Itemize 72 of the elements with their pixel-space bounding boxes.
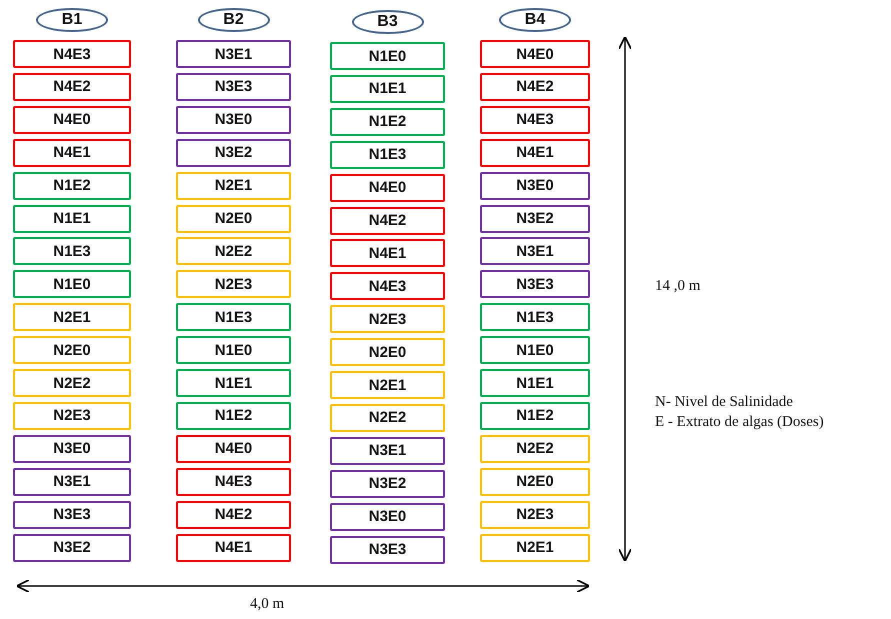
plot-box: N3E1 (330, 436, 445, 465)
block-ellipse: B4 (499, 8, 571, 32)
plot-box: N3E1 (176, 40, 291, 68)
plot-box: N3E3 (480, 270, 590, 298)
plot-box: N4E0 (480, 40, 590, 68)
plot-box: N2E0 (176, 204, 291, 232)
plot-box: N4E1 (13, 138, 131, 167)
block-ellipse: B3 (352, 10, 424, 34)
plot-box: N3E0 (330, 502, 445, 531)
plot-box: N3E2 (480, 204, 590, 232)
plot-box: N4E3 (176, 468, 291, 496)
plot-box: N1E1 (480, 369, 590, 397)
plot-box: N1E2 (330, 108, 445, 136)
plot-box: N2E2 (480, 434, 590, 463)
plot-box: N1E3 (330, 140, 445, 169)
plot-box: N2E3 (13, 402, 131, 430)
plot-box: N1E3 (480, 303, 590, 332)
plot-box: N4E2 (13, 72, 131, 101)
plot-box: N3E2 (13, 534, 131, 562)
plot-box: N3E2 (176, 138, 291, 167)
plot-box: N1E1 (330, 74, 445, 103)
plot-box: N3E3 (13, 500, 131, 529)
plot-box: N4E2 (176, 500, 291, 529)
dimension-label: 4,0 m (250, 596, 284, 613)
plot-box: N1E3 (13, 237, 131, 266)
plot-box: N1E3 (176, 303, 291, 332)
plot-box: N2E1 (13, 303, 131, 332)
plot-box: N2E2 (13, 369, 131, 397)
plot-box: N3E2 (330, 470, 445, 498)
plot-box: N2E2 (330, 404, 445, 432)
plot-box: N2E0 (13, 336, 131, 364)
plot-box: N4E3 (330, 272, 445, 300)
plot-box: N2E1 (330, 371, 445, 399)
plot-box: N2E0 (480, 468, 590, 496)
plot-box: N3E0 (480, 172, 590, 200)
plot-box: N2E1 (480, 534, 590, 562)
plot-box: N1E1 (13, 204, 131, 232)
plot-box: N4E0 (176, 434, 291, 463)
plot-box: N1E2 (13, 172, 131, 200)
block-ellipse: B1 (36, 8, 108, 32)
plot-box: N2E3 (176, 270, 291, 298)
plot-box: N2E3 (330, 305, 445, 334)
dimension-label: 14 ,0 m (655, 278, 700, 295)
plot-box: N4E3 (13, 40, 131, 68)
plot-box: N4E2 (330, 206, 445, 234)
plot-box: N1E0 (13, 270, 131, 298)
plot-box: N3E1 (13, 468, 131, 496)
plot-box: N4E1 (330, 239, 445, 268)
plot-box: N2E3 (480, 500, 590, 529)
plot-box: N3E1 (480, 237, 590, 266)
legend-note: E - Extrato de algas (Doses) (655, 414, 824, 431)
plot-box: N1E2 (480, 402, 590, 430)
plot-box: N3E3 (176, 72, 291, 101)
plot-box: N4E1 (480, 138, 590, 167)
block-ellipse: B2 (198, 8, 270, 32)
plot-box: N2E2 (176, 237, 291, 266)
plot-box: N4E0 (330, 174, 445, 202)
plot-box: N1E2 (176, 402, 291, 430)
plot-box: N1E1 (176, 369, 291, 397)
plot-box: N1E0 (176, 336, 291, 364)
plot-box: N4E1 (176, 534, 291, 562)
plot-box: N3E0 (176, 106, 291, 134)
plot-box: N3E0 (13, 434, 131, 463)
plot-box: N2E1 (176, 172, 291, 200)
plot-box: N4E0 (13, 106, 131, 134)
plot-box: N1E0 (480, 336, 590, 364)
plot-box: N1E0 (330, 42, 445, 70)
plot-box: N2E0 (330, 338, 445, 366)
plot-box: N4E3 (480, 106, 590, 134)
plot-box: N3E3 (330, 536, 445, 564)
plot-box: N4E2 (480, 72, 590, 101)
legend-note: N- Nivel de Salinidade (655, 394, 793, 411)
